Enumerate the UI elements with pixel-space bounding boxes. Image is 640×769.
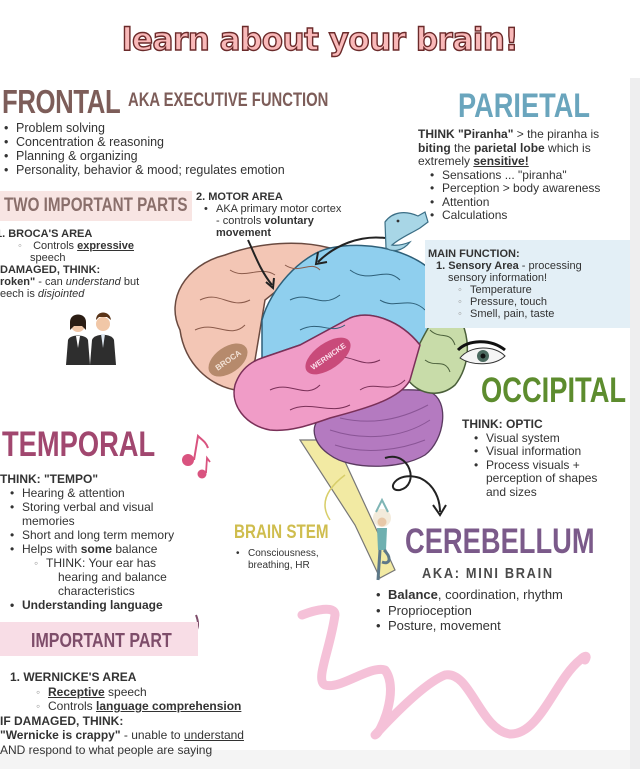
broca-area-block: 1. BROCA'S AREA Controls expressive spee…: [0, 228, 139, 300]
cerebellum-bullet: Posture, movement: [376, 618, 563, 634]
yoga-person-icon: [373, 497, 391, 581]
wernicke-title: 1. WERNICKE'S AREA: [10, 670, 137, 684]
right-edge-strip: [630, 78, 640, 769]
cerebellum-block: Balance, coordination, rhythm Propriocep…: [376, 587, 563, 634]
sensory-item: Pressure, touch: [428, 296, 582, 308]
sensory-item: Temperature: [428, 284, 582, 296]
parietal-main-function: MAIN FUNCTION: 1. Sensory Area - process…: [428, 248, 582, 320]
broca-badge: [208, 343, 248, 377]
music-note-icon: [182, 433, 211, 479]
motor-title: 2. MOTOR AREA: [196, 191, 283, 203]
motor-line: AKA primary motor cortex: [196, 203, 341, 215]
piranha-arrow: [317, 236, 386, 263]
occipital-block: THINK: OPTIC Visual system Visual inform…: [462, 417, 598, 499]
eye-icon: [456, 340, 506, 365]
bottom-edge-strip: [0, 750, 630, 769]
frontal-bullet: Concentration & reasoning: [4, 135, 285, 149]
parietal-line3: extremely sensitive!: [418, 154, 529, 168]
motor-line-2: - controls voluntary: [216, 215, 314, 227]
brain-stem-bullet-cont: breathing, HR: [248, 559, 310, 571]
wernicke-line: Receptive speech: [0, 685, 244, 700]
temporal-bullet: Hearing & attention: [10, 486, 174, 500]
broca-line-cont: speech: [30, 252, 66, 264]
parietal-block: THINK "Piranha" > the piranha is biting …: [418, 127, 600, 223]
sensory-line2: sensory information!: [448, 272, 548, 284]
parietal-bullet: Perception > body awareness: [430, 181, 600, 196]
broca-title: 1. BROCA'S AREA: [0, 228, 93, 240]
frontal-bullet: Problem solving: [4, 121, 285, 135]
motor-area-block: 2. MOTOR AREA AKA primary motor cortex -…: [196, 191, 341, 239]
cerebellum-bullet: Proprioception: [376, 603, 563, 619]
cerebellum-heading: CEREBELLUM: [405, 522, 595, 561]
temporal-bullet: Short and long term memory: [10, 528, 174, 542]
frontal-heading: FRONTAL: [2, 83, 121, 120]
temporal-sub: THINK: Your ear has: [10, 556, 174, 570]
parietal-line2: biting the parietal lobe which is: [418, 140, 591, 155]
broca-last: eech is disjointed: [0, 288, 85, 300]
wernicke-last: AND respond to what people are saying: [0, 742, 213, 757]
motor-line-3: movement: [216, 227, 272, 239]
temporal-heading: TEMPORAL: [2, 425, 156, 464]
sensory-item: Smell, pain, taste: [428, 308, 582, 320]
parietal-heading: PARIETAL: [458, 87, 590, 125]
pink-squiggle: [297, 604, 591, 740]
temporal-sub-cont: characteristics: [58, 584, 135, 598]
frontal-bullet: Planning & organizing: [4, 149, 285, 163]
wernicke-block: 1. WERNICKE'S AREA Receptive speech Cont…: [0, 670, 244, 757]
wernicke-line: Controls language comprehension: [0, 699, 244, 714]
motor-arrow: [247, 239, 273, 286]
brain-stem-bullet: Consciousness,: [236, 548, 319, 560]
parietal-think: THINK "Piranha" > the piranha is: [418, 127, 600, 141]
people-icon: [66, 312, 116, 365]
frontal-bullet-list: Problem solving Concentration & reasonin…: [4, 121, 285, 177]
temporal-block: THINK: "TEMPO" Hearing & attention Stori…: [0, 472, 174, 612]
wernicke-damaged: IF DAMAGED, THINK:: [0, 713, 124, 728]
page-title: learn about your brain!: [121, 21, 519, 58]
cerebellum-bullet: Balance, coordination, rhythm: [376, 587, 563, 603]
important-part-banner: IMPORTANT PART: [0, 622, 198, 656]
brain-stem-block: Consciousness, breathing, HR: [236, 548, 319, 571]
temporal-bullet: Helps with some balance: [10, 542, 174, 556]
occipital-bullet: Visual system: [474, 431, 597, 446]
frontal-bullet: Personality, behavior & mood; regulates …: [4, 163, 285, 177]
occipital-bullet-cont: perception of shapes: [486, 471, 598, 485]
temporal-bullet-cont: memories: [22, 514, 75, 528]
occipital-bullet: Visual information: [474, 444, 597, 459]
two-important-parts-banner: TWO IMPORTANT PARTS: [0, 191, 192, 221]
temporal-sub-cont: hearing and balance: [58, 570, 167, 584]
temporal-bullet: Understanding language: [10, 598, 174, 612]
main-function-label: MAIN FUNCTION:: [428, 248, 520, 260]
wernicke-think: "Wernicke is crappy" - unable to underst…: [0, 728, 244, 742]
temporal-bullet: Storing verbal and visual: [10, 500, 174, 514]
broca-damaged: DAMAGED, THINK:: [0, 264, 101, 276]
cerebellum-aka: AKA: MINI BRAIN: [422, 565, 554, 582]
occipital-bullet: Process visuals +: [474, 458, 597, 473]
temporal-think: THINK: "TEMPO": [0, 472, 99, 486]
brain-stem-heading: BRAIN STEM: [234, 522, 329, 543]
frontal-aka: AKA EXECUTIVE FUNCTION: [128, 90, 329, 111]
sensory-title: 1. Sensory Area - processing: [436, 260, 582, 272]
parietal-bullet: Attention: [430, 195, 600, 210]
broca-think: roken" - can understand but: [0, 276, 140, 288]
cerebellum-arrow: [384, 455, 441, 513]
parietal-bullet: Sensations ... "piranha": [430, 168, 600, 183]
brain-stem-pointer: [324, 474, 346, 521]
occipital-heading: OCCIPITAL: [481, 371, 627, 410]
parietal-bullet: Calculations: [430, 208, 600, 223]
wernicke-badge: [305, 337, 351, 375]
frontal-lobe-shape: [174, 242, 332, 391]
occipital-bullet-cont: and sizes: [486, 484, 537, 499]
broca-line: Controls expressive: [0, 240, 139, 252]
occipital-think: THINK: OPTIC: [462, 417, 543, 431]
temporal-lobe-shape: [233, 314, 421, 432]
piranha-icon: [384, 211, 429, 252]
